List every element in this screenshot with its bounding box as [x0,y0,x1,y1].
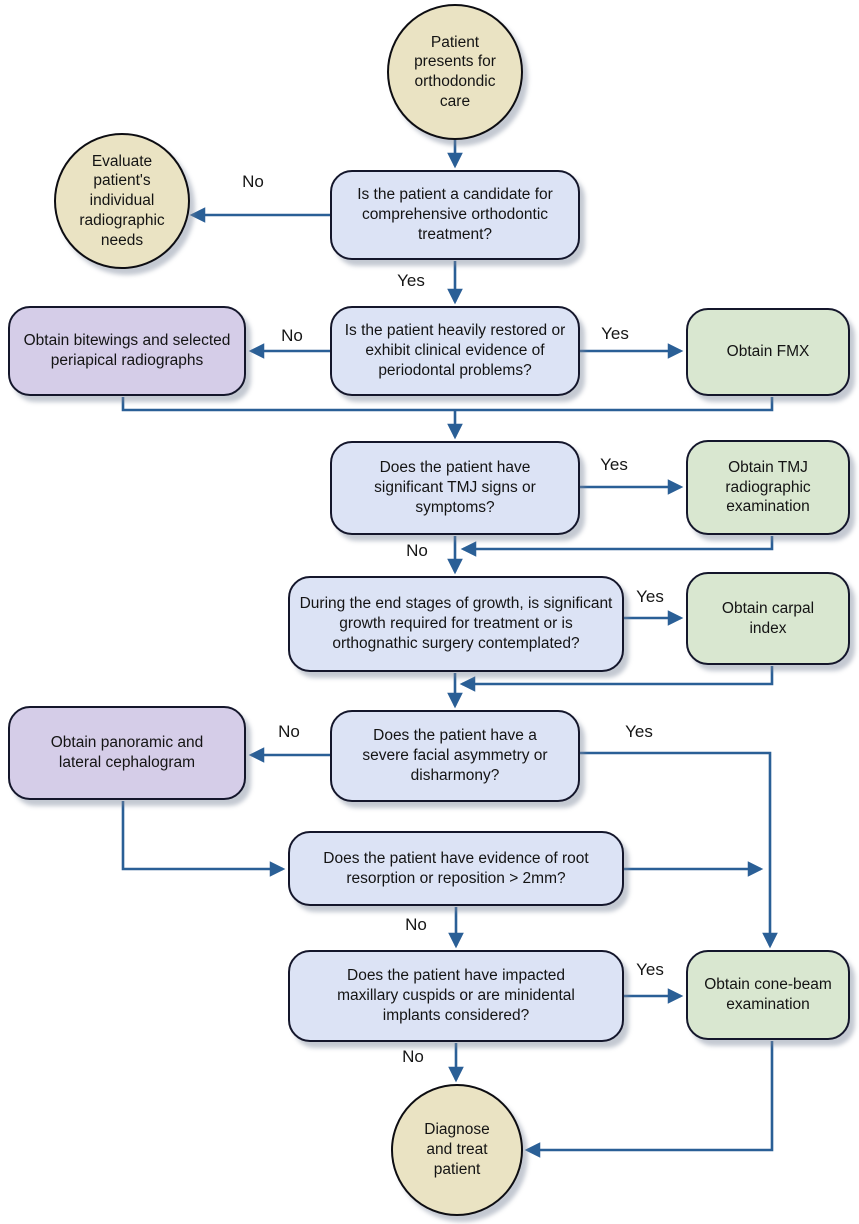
action-obtain-cone-beam: Obtain cone-beam examination [686,950,850,1040]
terminal-diagnose-treat: Diagnose and treat patient [391,1084,523,1216]
action-obtain-carpal-index: Obtain carpal index [686,572,850,665]
action-obtain-tmj-exam: Obtain TMJ radiographic examination [686,440,850,535]
terminal-diagnose-treat-label: Diagnose and treat patient [424,1121,490,1178]
action-obtain-tmj-exam-label: Obtain TMJ radiographic examination [725,458,811,516]
decision-candidate-for-treatment: Is the patient a candidate for comprehen… [330,170,580,260]
action-obtain-carpal-index-label: Obtain carpal index [721,599,815,637]
decision-facial-asymmetry-label: Does the patient have a severe facial as… [362,727,548,784]
terminal-evaluate-needs: Evaluate patient's individual radiograph… [54,133,190,269]
decision-growth-stage: During the end stages of growth, is sign… [288,576,624,672]
decision-facial-asymmetry: Does the patient have a severe facial as… [330,710,580,802]
edge-label-no-resorption: No [405,915,427,934]
decision-impacted-cuspids-label: Does the patient have impacted maxillary… [337,967,575,1024]
edge-label-yes-cuspids: Yes [636,960,664,979]
action-obtain-panoramic-label: Obtain panoramic and lateral cephalogram [50,734,204,771]
edge-label-no-asymmetry: No [278,722,300,741]
decision-root-resorption: Does the patient have evidence of root r… [288,831,624,906]
edge-conebeam-to-diagnose [524,1041,774,1158]
action-obtain-bitewings: Obtain bitewings and selected periapical… [8,306,246,396]
action-obtain-fmx-label: Obtain FMX [726,343,810,361]
edge-label-no-candidate: No [242,172,264,191]
edge-asymmetry-yes-down [580,751,778,949]
edge-label-yes-candidate: Yes [397,271,425,290]
edge-label-yes-tmj: Yes [600,455,628,474]
edge-carpal-return [459,666,774,692]
decision-impacted-cuspids: Does the patient have impacted maxillary… [288,950,624,1042]
decision-tmj-signs-label: Does the patient have significant TMJ si… [374,459,536,516]
terminal-evaluate-needs-label: Evaluate patient's individual radiograph… [79,152,165,249]
decision-heavily-restored: Is the patient heavily restored or exhib… [330,306,580,396]
decision-growth-stage-label: During the end stages of growth, is sign… [299,595,613,652]
edge-label-no-restored: No [281,326,303,345]
decision-tmj-signs: Does the patient have significant TMJ si… [330,441,580,535]
action-obtain-fmx: Obtain FMX [686,308,850,396]
decision-root-resorption-label: Does the patient have evidence of root r… [323,849,589,887]
edge-label-yes-restored: Yes [601,324,629,343]
edge-tmjexam-return [460,536,774,557]
edge-label-no-tmj: No [406,541,428,560]
edge-fmx-return [455,397,774,412]
edge-label-no-cuspids: No [402,1047,424,1066]
edge-label-yes-asymmetry: Yes [625,722,653,741]
terminal-patient-presents-label: Patient presents for orthodondic care [414,33,496,110]
action-obtain-panoramic: Obtain panoramic and lateral cephalogram [8,706,246,800]
terminal-patient-presents: Patient presents for orthodondic care [387,4,523,140]
action-obtain-bitewings-label: Obtain bitewings and selected periapical… [23,332,231,369]
edge-label-yes-growth: Yes [636,587,664,606]
edge-bitewings-return [121,397,455,412]
edge-panoramic-to-resorption [121,801,286,877]
action-obtain-cone-beam-label: Obtain cone-beam examination [704,976,832,1013]
decision-heavily-restored-label: Is the patient heavily restored or exhib… [344,322,566,379]
decision-candidate-label: Is the patient a candidate for comprehen… [357,186,553,243]
